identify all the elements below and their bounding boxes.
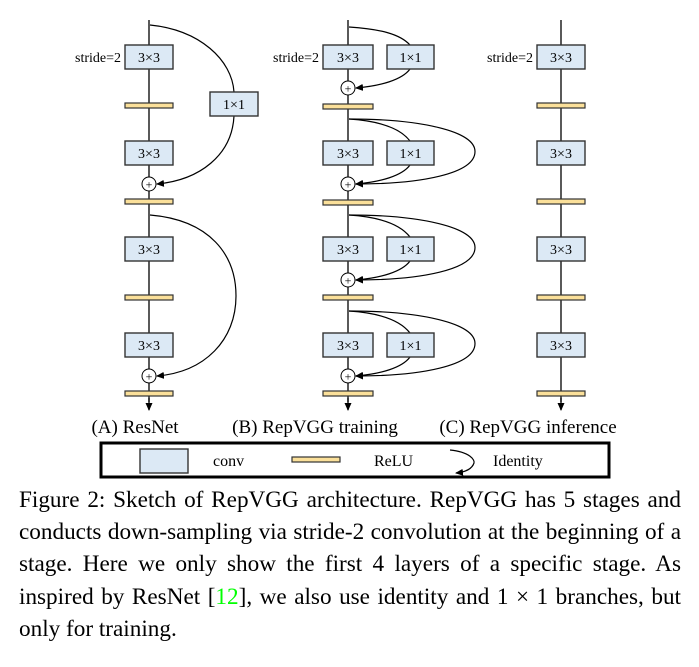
panel-a-label: (A) ResNet	[91, 417, 179, 438]
conv-label: 3×3	[138, 243, 160, 258]
conv-label: 3×3	[550, 243, 572, 258]
add-node: +	[141, 368, 157, 384]
relu-block	[536, 102, 586, 109]
conv-label: 3×3	[337, 243, 359, 258]
shortcut-projection-path	[149, 24, 235, 93]
branch-1x1-out	[355, 164, 411, 187]
relu-block	[322, 103, 374, 110]
conv-label: 1×1	[223, 98, 245, 113]
citation-link[interactable]: 12	[215, 583, 239, 610]
legend-identity-icon	[449, 449, 475, 476]
conv-label: 3×3	[550, 339, 572, 354]
legend-relu-swatch	[291, 456, 341, 463]
branch-1x1-in	[348, 26, 411, 46]
conv-label: 3×3	[138, 147, 160, 162]
conv-3x3-block	[124, 44, 174, 70]
conv-3x3-block	[536, 44, 586, 70]
caption-text-prefix: Figure 2: Sketch of RepVGG architecture.…	[19, 487, 681, 610]
relu-block	[124, 390, 174, 397]
branch-1x1-out	[355, 68, 411, 91]
repvgg-architecture-figure: stride=2 3×3 1×1 3×3 + 3×3 3×3 + (A) Res…	[75, 20, 617, 479]
conv-label: 3×3	[337, 339, 359, 354]
conv-label: 1×1	[400, 339, 422, 354]
identity-branch-path	[348, 214, 476, 284]
conv-1x1-projection-block	[209, 91, 259, 117]
add-node: +	[340, 176, 356, 192]
identity-branch-path	[348, 310, 476, 380]
conv-3x3-block	[536, 140, 586, 166]
identity-shortcut-path	[149, 214, 237, 379]
legend-identity-label: Identity	[493, 453, 543, 470]
panel-b-repvgg-training: stride=2 3×3 1×1 + 3×3 1×1 +3×3 1×1 +3×3 1×1 +…	[232, 20, 476, 438]
panel-c-repvgg-inference: stride=2 3×3 3×3 3×3 3×3 (C) RepVGG inferen…	[439, 20, 617, 438]
conv-3x3-block	[322, 332, 374, 358]
svg-text:+: +	[345, 274, 352, 288]
stride-label: stride=2	[75, 51, 121, 66]
panel-b-label: (B) RepVGG training	[232, 417, 398, 438]
legend: conv ReLU Identity	[99, 441, 611, 479]
conv-1x1-block	[386, 44, 435, 70]
svg-text:+: +	[146, 370, 153, 384]
conv-3x3-block	[124, 236, 174, 262]
add-node: +	[340, 368, 356, 384]
shortcut-projection-path	[156, 115, 235, 187]
add-node: +	[141, 176, 157, 192]
conv-label: 1×1	[400, 243, 422, 258]
svg-text:+: +	[146, 178, 153, 192]
panel-a-resnet: stride=2 3×3 1×1 3×3 + 3×3 3×3 + (A) Res…	[75, 20, 259, 438]
relu-block	[536, 198, 586, 205]
conv-1x1-block	[386, 236, 435, 262]
conv-label: 3×3	[550, 51, 572, 66]
conv-1x1-block	[386, 140, 435, 166]
stride-label: stride=2	[487, 51, 533, 66]
relu-block	[322, 390, 374, 397]
conv-label: 3×3	[550, 147, 572, 162]
svg-text:+: +	[345, 82, 352, 96]
conv-3x3-block	[322, 140, 374, 166]
add-node: +	[340, 80, 356, 96]
conv-3x3-block	[124, 332, 174, 358]
conv-label: 3×3	[138, 51, 160, 66]
conv-3x3-block	[322, 44, 374, 70]
conv-3x3-block	[124, 140, 174, 166]
relu-block	[124, 294, 174, 301]
conv-3x3-block	[322, 236, 374, 262]
relu-block	[536, 390, 586, 397]
add-node: +	[340, 272, 356, 288]
conv-label: 3×3	[138, 339, 160, 354]
relu-block	[124, 198, 174, 205]
svg-text:+: +	[345, 370, 352, 384]
conv-3x3-block	[536, 236, 586, 262]
conv-label: 3×3	[337, 51, 359, 66]
legend-conv-label: conv	[213, 453, 244, 470]
relu-block	[124, 102, 174, 109]
relu-block	[536, 294, 586, 301]
figure-caption: Figure 2: Sketch of RepVGG architecture.…	[19, 484, 681, 645]
relu-block	[322, 199, 374, 206]
branch-1x1-in	[348, 214, 411, 238]
legend-relu-label: ReLU	[374, 453, 414, 470]
stride-label: stride=2	[273, 51, 319, 66]
conv-label: 1×1	[400, 147, 422, 162]
branch-1x1-out	[355, 356, 411, 379]
branch-1x1-out	[355, 260, 411, 283]
legend-conv-swatch	[139, 448, 189, 474]
caption-text-suffix: ], we also use identity and 1 × 1 branch…	[19, 583, 681, 642]
conv-3x3-block	[536, 332, 586, 358]
conv-1x1-block	[386, 332, 435, 358]
identity-branch-path	[348, 118, 476, 188]
conv-label: 1×1	[400, 51, 422, 66]
branch-1x1-in	[348, 118, 411, 142]
relu-block	[322, 294, 374, 301]
panel-c-label: (C) RepVGG inference	[439, 417, 616, 438]
conv-label: 3×3	[337, 147, 359, 162]
svg-text:+: +	[345, 178, 352, 192]
branch-1x1-in	[348, 310, 411, 334]
